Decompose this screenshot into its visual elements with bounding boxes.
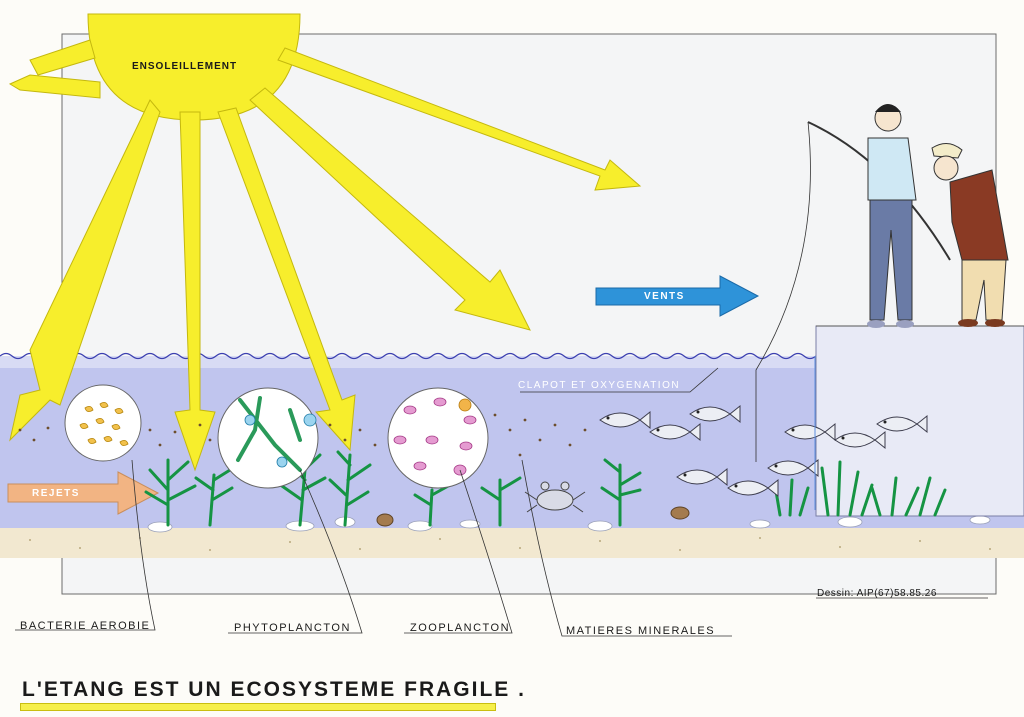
fisherman-boy — [867, 104, 917, 328]
rejects-arrow — [7, 471, 160, 515]
bacteria-label: BACTERIE AEROBIE — [20, 620, 151, 632]
sun-label: ENSOLEILLEMENT — [132, 61, 238, 72]
page-title: L'ETANG EST UN ECOSYSTEME FRAGILE . — [22, 678, 526, 701]
minerals-label: MATIERES MINERALES — [566, 625, 716, 637]
shells — [376, 506, 690, 527]
rejects-label: REJETS — [32, 488, 80, 499]
winds-arrow — [595, 275, 760, 317]
phytoplankton-label: PHYTOPLANCTON — [234, 622, 351, 634]
water-surface-label: CLAPOT ET OXYGENATION — [518, 380, 681, 391]
fishing-line — [755, 121, 811, 462]
label-leader-lines — [15, 367, 988, 637]
winds-label: VENTS — [644, 291, 685, 302]
aquatic-plants — [144, 450, 947, 527]
zooplankton-label: ZOOPLANCTON — [410, 622, 511, 634]
fish-school — [599, 404, 928, 498]
credit-text: Dessin: AIP(67)58.85.26 — [817, 588, 937, 599]
plankton-circles — [64, 384, 489, 489]
crab — [524, 481, 586, 513]
mineral-particles — [18, 413, 587, 457]
title-underline — [20, 703, 496, 711]
pond-sediment — [0, 528, 1024, 558]
fisherman-man — [931, 143, 1009, 327]
sun-rays — [8, 39, 642, 472]
